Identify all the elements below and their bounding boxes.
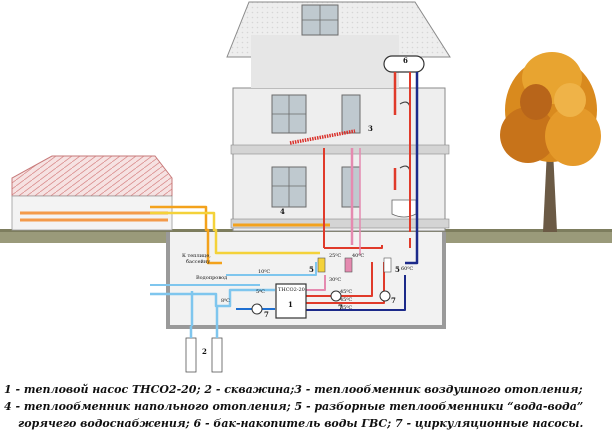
circulation-pumps [251,290,391,315]
label-2: 2 [202,347,207,356]
temp-8: 8⁰С [221,298,230,304]
heat-pump-number: 1 [288,300,293,309]
temp-25: 25⁰С [329,253,341,259]
pipes [150,72,419,326]
borehole [185,326,223,373]
temp-40: 40⁰С [352,253,364,259]
temp-60: 60⁰С [401,266,413,272]
heat-pump-label: ТНСО2-20 [278,287,305,293]
label-7-right: 7 [391,296,396,305]
caption-line-2: 4 - теплообменник напольного отопления; … [4,400,583,413]
temp-30: 30⁰С [329,277,341,283]
heat-pump-unit [275,283,307,319]
label-4: 4 [280,207,285,216]
temp-45-b: 45⁰С [340,297,352,303]
greenhouse-label-1: К теплице, [182,253,211,259]
tree [500,52,601,232]
temp-45-a: 45⁰С [340,289,352,295]
greenhouse-label-2: бассейну [186,258,210,265]
label-5-right: 5 [395,265,400,274]
temp-10: 10⁰С [258,269,270,275]
caption-line-1: 1 - тепловой насос ТНСО2-20; 2 - скважин… [4,383,583,396]
temp-85: 85⁰С [340,305,352,311]
label-3: 3 [368,124,373,133]
greenhouse [11,155,173,231]
label-6: 6 [403,56,408,65]
label-5-left: 5 [309,265,314,274]
caption-line-3: горячего водоснабжения; 6 - бак-накопите… [18,417,584,430]
heat-exchangers [317,257,392,273]
temp-5: 5⁰С [256,289,265,295]
water-supply-label: Водопровод [196,275,227,281]
storage-tank [383,55,425,73]
label-7-left: 7 [264,310,269,319]
label-7-mid: 7 [338,303,343,312]
